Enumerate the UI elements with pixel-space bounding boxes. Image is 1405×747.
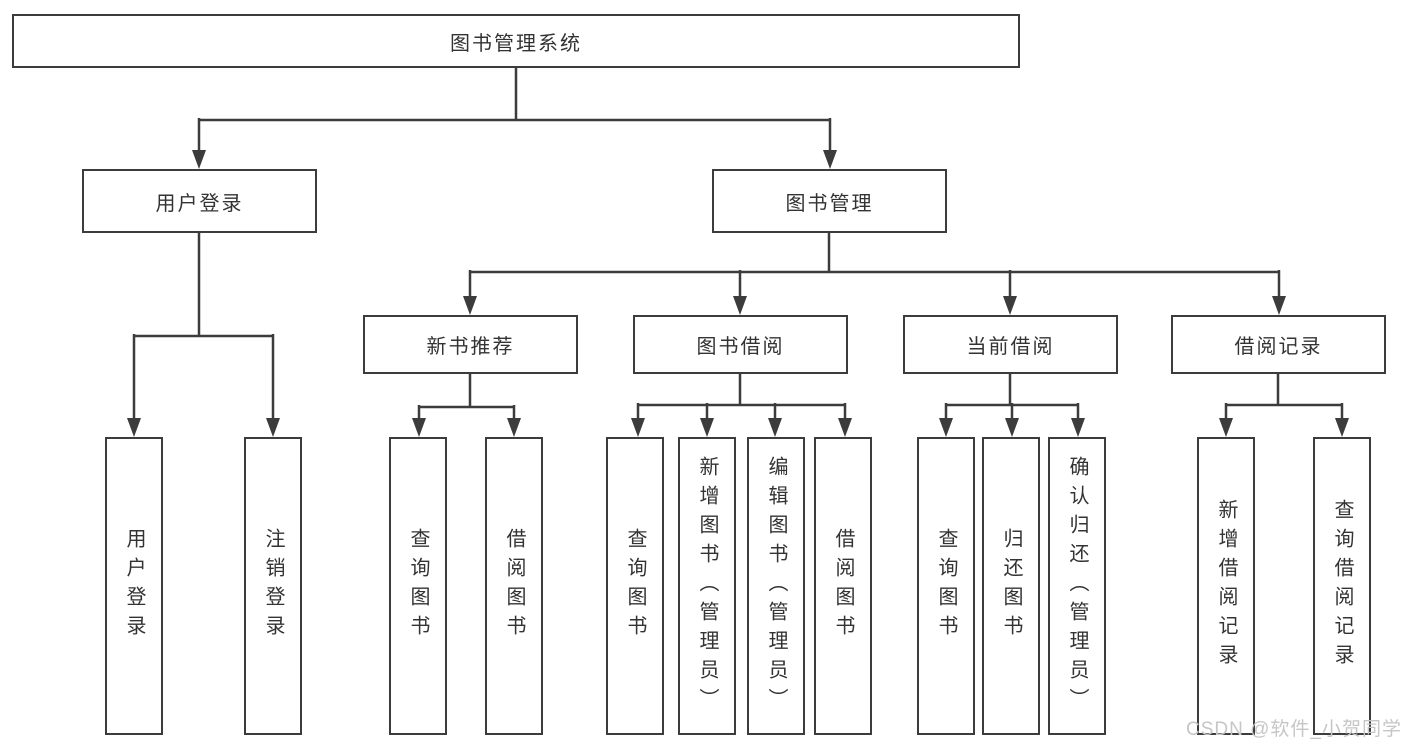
- node-label: 图书管理系统: [450, 32, 582, 55]
- node-label: 归还图书: [1000, 528, 1022, 644]
- node-label: 新书推荐: [426, 336, 515, 358]
- arrowheads: [127, 150, 1349, 437]
- leaf-borrow-query-books: 查询图书: [606, 437, 664, 735]
- node-system-root: 图书管理系统: [12, 14, 1020, 68]
- node-borrowing-records: 借阅记录: [1171, 315, 1386, 374]
- node-label: 借阅记录: [1234, 336, 1323, 358]
- node-label: 新增图书（管理员）: [696, 455, 718, 717]
- leaf-borrow-edit-books-admin: 编辑图书（管理员）: [747, 437, 805, 735]
- node-current-borrowing: 当前借阅: [903, 315, 1118, 374]
- node-label: 查询图书: [624, 528, 646, 644]
- node-label: 查询借阅记录: [1331, 499, 1353, 673]
- node-label: 查询图书: [935, 528, 957, 644]
- node-label: 图书管理: [785, 192, 874, 215]
- node-label: 编辑图书（管理员）: [765, 455, 787, 717]
- node-label: 注销登录: [262, 528, 284, 644]
- leaf-record-query-borrow-record: 查询借阅记录: [1313, 437, 1371, 735]
- leaf-borrow-add-books-admin: 新增图书（管理员）: [678, 437, 736, 735]
- node-label: 图书借阅: [696, 336, 785, 358]
- leaf-current-return-books: 归还图书: [982, 437, 1040, 735]
- leaf-record-add-borrow-record: 新增借阅记录: [1197, 437, 1255, 735]
- node-label: 确认归还（管理员）: [1066, 455, 1088, 717]
- node-label: 借阅图书: [503, 528, 525, 644]
- leaf-current-query-books: 查询图书: [917, 437, 975, 735]
- leaf-newbook-borrow-books: 借阅图书: [485, 437, 543, 735]
- node-label: 用户登录: [155, 192, 244, 215]
- node-label: 借阅图书: [832, 528, 854, 644]
- leaf-user-login: 用户登录: [105, 437, 163, 735]
- node-book-management: 图书管理: [712, 169, 947, 233]
- node-label: 查询图书: [407, 528, 429, 644]
- node-label: 当前借阅: [966, 336, 1055, 358]
- csdn-watermark: CSDN @软件_小贺同学: [1186, 719, 1402, 740]
- node-book-borrowing: 图书借阅: [633, 315, 848, 374]
- leaf-logout: 注销登录: [244, 437, 302, 735]
- leaf-borrow-borrow-books: 借阅图书: [814, 437, 872, 735]
- node-user-login: 用户登录: [82, 169, 317, 233]
- leaf-current-confirm-return-admin: 确认归还（管理员）: [1048, 437, 1106, 735]
- leaf-newbook-query-books: 查询图书: [389, 437, 447, 735]
- node-label: 新增借阅记录: [1215, 499, 1237, 673]
- node-label: 用户登录: [123, 528, 145, 644]
- node-new-book-recommend: 新书推荐: [363, 315, 578, 374]
